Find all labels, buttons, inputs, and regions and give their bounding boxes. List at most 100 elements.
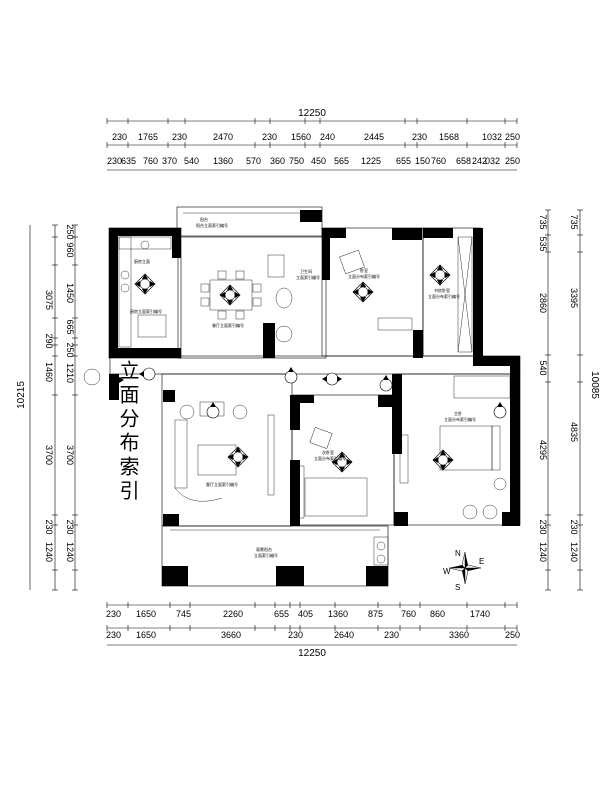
bottom-dim: 1650 bbox=[136, 609, 156, 619]
top-dim: 230 bbox=[412, 132, 427, 142]
top-dim: 1765 bbox=[138, 132, 158, 142]
bottom-dim: 1650 bbox=[136, 630, 156, 640]
elevation-marker bbox=[322, 372, 342, 386]
top-total-dim: 12250 bbox=[298, 108, 326, 119]
label-master-sub: 立面分布索引编号 bbox=[444, 416, 476, 422]
right-dim: 1240 bbox=[538, 542, 548, 562]
right-dim: 4295 bbox=[538, 440, 548, 460]
bottom-dim: 230 bbox=[106, 630, 121, 640]
bottom-dimensions: 230 1650 745 2260 655 405 1360 875 760 8… bbox=[106, 602, 520, 659]
compass-north: N bbox=[455, 549, 461, 558]
top-dim: 360 bbox=[270, 156, 285, 166]
top-dim: 655 bbox=[396, 156, 411, 166]
room-labels: 阳台 阳台立面索引编号 厨房立面 厨房立面索引编号 餐厅立面索引编号 卫生间 立… bbox=[130, 216, 476, 558]
elevation-marker bbox=[227, 446, 249, 468]
bottom-dim: 860 bbox=[430, 609, 445, 619]
elevation-marker bbox=[219, 284, 241, 306]
label-balcony-bottom-sub: 立面索引编号 bbox=[254, 552, 278, 558]
bottom-dim: 230 bbox=[384, 630, 399, 640]
right-dim: 3395 bbox=[569, 288, 579, 308]
elevation-marker bbox=[429, 264, 451, 286]
label-dining: 餐厅立面索引编号 bbox=[212, 322, 244, 328]
elevation-marker bbox=[352, 281, 374, 303]
top-dimensions: 12250 230 1765 230 2470 230 1560 240 244… bbox=[106, 108, 520, 171]
left-dim: 230 bbox=[65, 519, 75, 534]
left-dim: 1450 bbox=[65, 283, 75, 303]
left-dim: 1240 bbox=[65, 542, 75, 562]
left-dim: 1210 bbox=[65, 363, 75, 383]
right-dim: 735 bbox=[538, 214, 548, 229]
top-dim: 370 bbox=[162, 156, 177, 166]
elevation-marker bbox=[206, 402, 220, 419]
top-dim: 032 bbox=[485, 156, 500, 166]
label-master: 主卧 bbox=[454, 410, 462, 416]
top-dim: 1560 bbox=[291, 132, 311, 142]
left-dimensions: 10215 3075 290 1460 3700 230 1240 250 96… bbox=[16, 224, 78, 591]
label-balcony-bottom: 观景阳台 bbox=[256, 546, 272, 552]
elevation-marker bbox=[379, 375, 393, 392]
top-dim: 760 bbox=[143, 156, 158, 166]
top-dim: 250 bbox=[505, 156, 520, 166]
title-text: 立面分布索引 bbox=[116, 360, 140, 504]
left-dim: 3700 bbox=[44, 445, 54, 465]
bottom-dim: 875 bbox=[368, 609, 383, 619]
left-dim: 250 bbox=[65, 224, 75, 239]
left-total-dim: 10215 bbox=[16, 381, 27, 409]
walls bbox=[108, 206, 521, 587]
right-dimensions: 10085 735 535 2860 540 4295 230 1240 735… bbox=[538, 209, 600, 591]
elevation-marker bbox=[134, 273, 156, 295]
right-dim: 230 bbox=[538, 519, 548, 534]
bottom-dim: 760 bbox=[401, 609, 416, 619]
top-dim: 635 bbox=[121, 156, 136, 166]
label-bedroom2-sub: 立面分布索引编号 bbox=[314, 455, 346, 461]
bottom-dim: 2640 bbox=[334, 630, 354, 640]
bottom-dim: 1360 bbox=[328, 609, 348, 619]
top-dim: 1032 bbox=[482, 132, 502, 142]
top-dim: 150 bbox=[415, 156, 430, 166]
bottom-dim: 230 bbox=[288, 630, 303, 640]
label-kitchen: 厨房立面索引编号 bbox=[130, 308, 162, 314]
top-dim: 2470 bbox=[213, 132, 233, 142]
left-dim: 960 bbox=[65, 242, 75, 257]
furniture bbox=[83, 236, 511, 566]
drawing-title: 立面分布索引 bbox=[116, 360, 140, 504]
right-dim: 735 bbox=[569, 214, 579, 229]
elevation-marker bbox=[493, 402, 507, 419]
top-dim: 565 bbox=[334, 156, 349, 166]
label-bath-sub: 立面索引编号 bbox=[296, 274, 320, 280]
top-dim: 250 bbox=[505, 132, 520, 142]
compass-south: S bbox=[455, 583, 460, 592]
label-bedroom2: 次卧室 bbox=[322, 449, 334, 455]
entrance-arrow bbox=[114, 374, 124, 386]
label-study-sub: 立面分布索引编号 bbox=[428, 293, 460, 299]
top-dim: 658 bbox=[456, 156, 471, 166]
left-dim: 3075 bbox=[44, 290, 54, 310]
right-dim: 4835 bbox=[569, 422, 579, 442]
bottom-dim: 745 bbox=[176, 609, 191, 619]
top-dim: 760 bbox=[431, 156, 446, 166]
top-dim: 450 bbox=[311, 156, 326, 166]
top-dim: 240 bbox=[320, 132, 335, 142]
top-dim: 1225 bbox=[361, 156, 381, 166]
bottom-dim: 405 bbox=[298, 609, 313, 619]
right-dim: 2860 bbox=[538, 293, 548, 313]
top-dim: 2445 bbox=[364, 132, 384, 142]
top-dim: 1568 bbox=[439, 132, 459, 142]
bottom-dim: 3360 bbox=[449, 630, 469, 640]
bottom-total-dim: 12250 bbox=[298, 648, 326, 659]
label-bath: 卫生间 bbox=[300, 268, 312, 274]
bottom-dim: 1740 bbox=[470, 609, 490, 619]
top-dim: 570 bbox=[246, 156, 261, 166]
label-bedroom1-sub: 立面分布索引编号 bbox=[348, 273, 380, 279]
left-dim: 3700 bbox=[65, 445, 75, 465]
elevation-marker bbox=[139, 367, 156, 381]
top-dim: 230 bbox=[112, 132, 127, 142]
bottom-dim: 230 bbox=[106, 609, 121, 619]
bottom-dim: 3660 bbox=[221, 630, 241, 640]
left-dim: 1460 bbox=[44, 362, 54, 382]
left-dim: 250 bbox=[65, 342, 75, 357]
top-dim: 230 bbox=[172, 132, 187, 142]
compass-east: E bbox=[479, 557, 484, 566]
top-dim: 230 bbox=[262, 132, 277, 142]
right-dim: 540 bbox=[538, 360, 548, 375]
